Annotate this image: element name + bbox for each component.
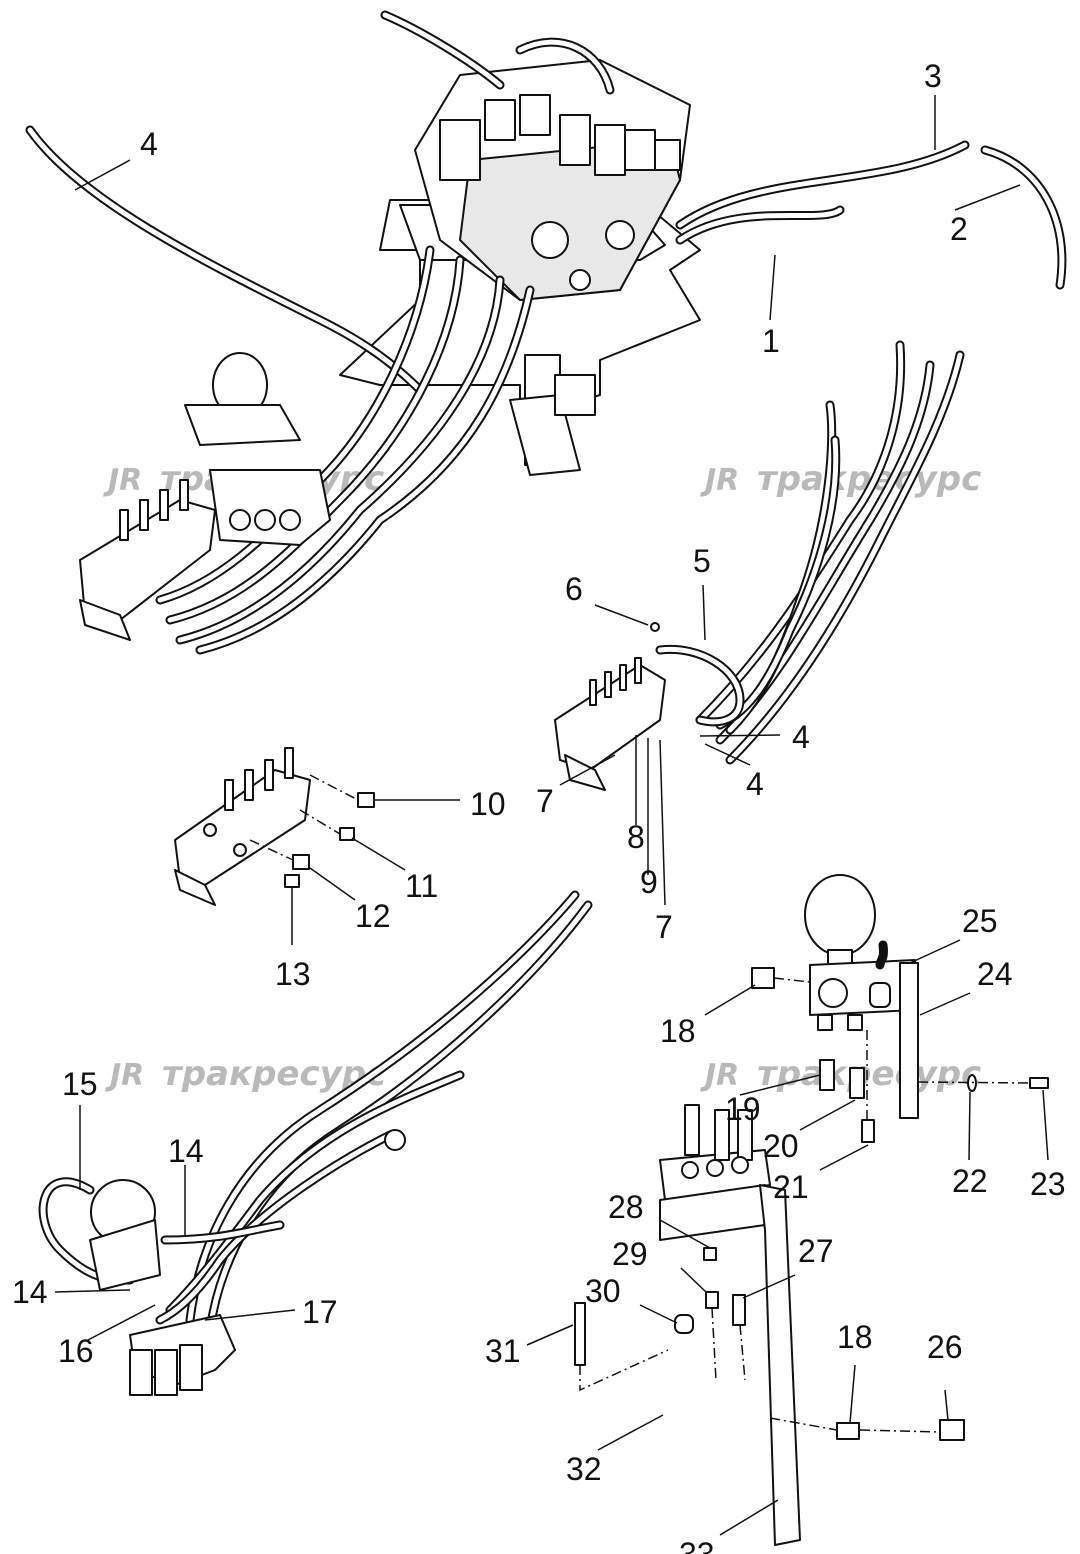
callout-label: 20	[763, 1128, 799, 1164]
callout-label: 24	[977, 956, 1013, 992]
main-assembly-illustration	[25, 10, 1067, 791]
manifold-illustration	[174, 747, 375, 906]
callout-label: 14	[12, 1274, 48, 1310]
callout-label: 21	[773, 1169, 809, 1205]
callout-label: 15	[62, 1066, 98, 1102]
watermark-text: тракресурс	[757, 1054, 981, 1094]
callout-label: 25	[962, 903, 998, 939]
callout-label: 7	[655, 909, 673, 945]
callout-label: 12	[355, 898, 391, 934]
callout-label: 28	[608, 1189, 644, 1225]
callout-label: 6	[565, 571, 583, 607]
watermark-logo: JR	[700, 463, 739, 498]
callout-label: 4	[140, 126, 158, 162]
callout-label: 11	[405, 868, 438, 904]
callout-label: 16	[58, 1333, 94, 1369]
callout-label: 9	[640, 864, 658, 900]
callout-label: 19	[725, 1091, 761, 1127]
leader-lines	[54, 95, 1049, 1536]
callout-label: 27	[798, 1233, 834, 1269]
callout-label: 26	[927, 1329, 963, 1365]
bottom-distributor-illustration	[574, 1104, 965, 1546]
callout-label: 33	[679, 1536, 715, 1554]
callout-label: 2	[950, 211, 968, 247]
watermark: JR тракресурс	[105, 1054, 386, 1094]
watermark-logo: JR	[103, 463, 142, 498]
callout-label: 4	[792, 719, 810, 755]
watermark-logo: JR	[700, 1058, 739, 1093]
callout-labels: 4 3 2 1 5 6 4 4 7 8 9 7 10 11 12 13 25 2…	[12, 58, 1066, 1554]
callout-label: 29	[612, 1236, 648, 1272]
callout-label: 22	[952, 1163, 988, 1199]
callout-label: 17	[302, 1294, 338, 1330]
callout-label: 32	[566, 1451, 602, 1487]
callout-label: 8	[627, 819, 645, 855]
watermark: JR тракресурс	[700, 1054, 981, 1094]
callout-label: 23	[1030, 1166, 1066, 1202]
callout-label: 18	[837, 1319, 873, 1355]
callout-label: 30	[585, 1273, 621, 1309]
callout-label: 14	[168, 1133, 204, 1169]
callout-label: 13	[275, 956, 311, 992]
watermark-logo: JR	[105, 1058, 144, 1093]
callout-label: 10	[470, 786, 506, 822]
callout-label: 18	[660, 1013, 696, 1049]
callout-label: 31	[485, 1333, 521, 1369]
accumulator-assembly-illustration	[751, 874, 1049, 1143]
callout-label: 4	[746, 766, 764, 802]
callout-label: 5	[693, 543, 711, 579]
callout-label: 3	[924, 58, 942, 94]
watermark: JR тракресурс	[700, 459, 981, 499]
callout-label: 7	[536, 783, 554, 819]
callout-label: 1	[762, 323, 780, 359]
lower-left-assembly-illustration	[38, 890, 593, 1396]
